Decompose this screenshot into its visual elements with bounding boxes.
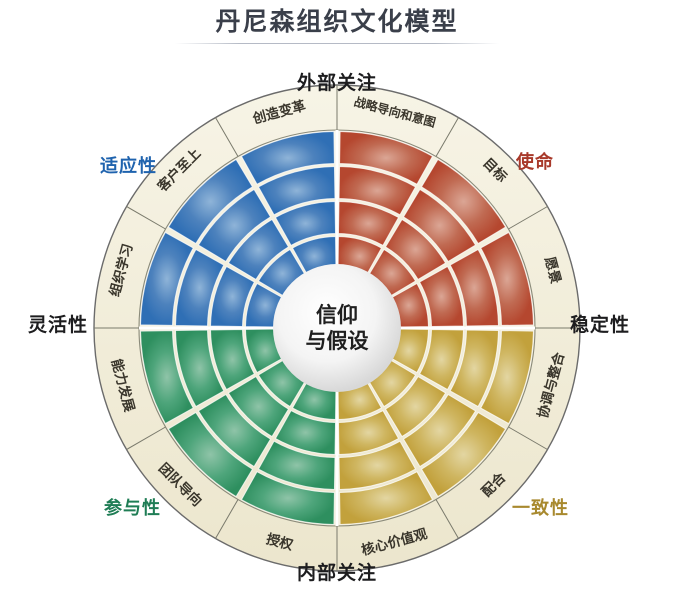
ring-segment-involvement-1-0: [274, 409, 337, 455]
quadrant-label-mission: 使命: [516, 152, 554, 172]
ring-segment-involvement-2-0: [257, 440, 336, 490]
title-divider: [175, 43, 499, 44]
center-text-line1: 信仰: [316, 303, 358, 327]
axis-label-external-focus: 外部关注: [296, 73, 377, 94]
ring-segment-mission-2-1: [402, 188, 477, 263]
quadrant-label-adaptability: 适应性: [100, 156, 157, 176]
ring-segment-involvement-1-1: [227, 375, 290, 438]
ring-segment-mission-3-0: [339, 131, 434, 185]
center-text-line2: 与假设: [306, 330, 369, 353]
axis-label-flexibility: 灵活性: [28, 315, 89, 336]
ring-segment-involvement-3-2: [140, 330, 194, 425]
ring-segment-adaptability-3-0: [140, 231, 194, 326]
ring-segment-adaptability-2-0: [175, 248, 225, 327]
ring-segment-mission-1-1: [384, 218, 447, 281]
axis-label-stability: 稳定性: [570, 315, 631, 336]
ring-segment-consistency-2-2: [338, 440, 417, 490]
ring-segment-involvement-2-2: [175, 329, 225, 408]
ring-segment-involvement-3-1: [167, 411, 254, 498]
ring-segment-involvement-1-2: [210, 328, 256, 391]
ring-segment-mission-1-2: [418, 265, 464, 328]
ring-segment-mission-3-1: [420, 158, 507, 245]
segment-label-involvement-0: 授权: [265, 530, 296, 553]
ring-segment-consistency-3-1: [420, 411, 507, 498]
axis-label-internal-focus: 内部关注: [296, 563, 377, 584]
quadrant-label-involvement: 参与性: [104, 498, 161, 518]
ring-segment-adaptability-1-0: [210, 265, 256, 328]
ring-segment-adaptability-1-1: [227, 218, 290, 281]
ring-segment-consistency-1-2: [337, 409, 400, 455]
ring-segment-consistency-1-1: [384, 375, 447, 438]
ring-dividers: [94, 85, 580, 571]
ring-segment-consistency-3-0: [480, 330, 534, 425]
ring-segment-consistency-3-2: [339, 471, 434, 525]
ring-segment-adaptability-3-1: [167, 158, 254, 245]
quadrant-label-consistency: 一致性: [512, 498, 569, 518]
ring-segment-consistency-2-1: [402, 393, 477, 468]
ring-segment-involvement-2-1: [197, 393, 272, 468]
ring-segment-mission-2-0: [338, 166, 417, 216]
ring-segment-mission-1-0: [337, 201, 400, 247]
segment-label-mission-2: 愿景: [542, 255, 564, 285]
ring-segment-mission-3-2: [480, 231, 534, 326]
ring-segment-adaptability-2-1: [197, 188, 272, 263]
ring-segment-consistency-1-0: [418, 328, 464, 391]
ring-segment-mission-2-2: [449, 248, 499, 327]
ring-segment-adaptability-3-2: [240, 131, 335, 185]
ring-segment-adaptability-1-2: [274, 201, 337, 247]
page-title: 丹尼森组织文化模型: [215, 9, 459, 36]
ring-segment-consistency-2-0: [449, 329, 499, 408]
ring-segment-adaptability-2-2: [257, 166, 336, 216]
ring-segment-involvement-3-0: [240, 471, 335, 525]
